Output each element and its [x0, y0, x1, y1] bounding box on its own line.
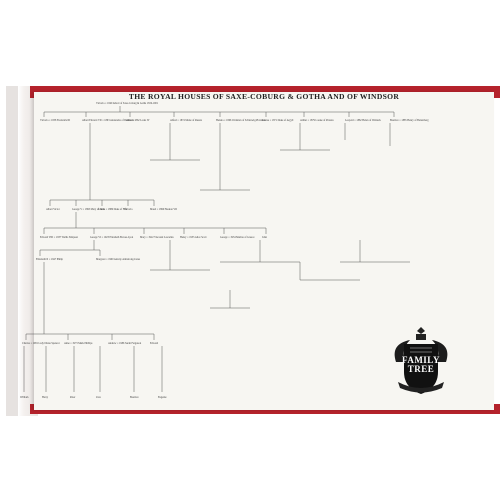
grandchild: Beatrice	[130, 396, 139, 399]
elizabeth-ii-child: Edward	[150, 342, 159, 345]
crest-wordmark: FAMILY TREE	[386, 356, 456, 374]
victoria-child: Helena = 1866 Christian of Schleswig-Hol…	[216, 119, 266, 122]
book-binding	[18, 86, 38, 416]
edward-vii-child: Maud = 1896 Haakon VII	[150, 208, 177, 211]
george-vi-child: Margaret = 1960 Antony Armstrong-Jones	[96, 258, 140, 261]
elizabeth-ii-child: Anne = 1973 Mark Phillips	[64, 342, 92, 345]
crest-line-tree: TREE	[407, 364, 435, 374]
edward-vii-child: George V = 1893 Mary of Teck	[72, 208, 105, 211]
grandchild: Peter	[70, 396, 75, 399]
george-v-child: Henry = 1935 Alice Scott	[180, 236, 207, 239]
george-vi-child: Elizabeth II = 1947 Philip	[36, 258, 64, 261]
george-v-child: George VI = 1923 Elizabeth Bowes-Lyon	[90, 236, 134, 239]
george-v-child: Mary = 1922 Viscount Lascelles	[140, 236, 174, 239]
tree-nodes: Victoria = 1840 Albert of Saxe-Coburg & …	[20, 102, 429, 399]
grandchild: Eugenie	[158, 396, 167, 399]
george-v-child: George = 1934 Marina of Greece	[220, 236, 255, 239]
family-tree-crest-logo	[394, 327, 448, 394]
victoria-child: Victoria = 1858 Frederick III	[40, 119, 70, 122]
victoria-child: Louise = 1871 Duke of Argyll	[262, 119, 294, 122]
victoria-child: Beatrice = 1885 Henry of Battenberg	[390, 119, 429, 122]
george-v-child: John	[262, 236, 268, 239]
edward-vii-child: Albert Victor	[46, 208, 60, 211]
victoria-child: Albert Edward VII = 1863 Alexandra of De…	[82, 119, 135, 122]
george-v-child: Edward VIII = 1937 Wallis Simpson	[40, 236, 79, 239]
elizabeth-ii-child: Charles = 1981 Lady Diana Spencer	[22, 342, 60, 345]
tree-connectors	[23, 106, 410, 392]
victoria-child: Leopold = 1882 Helen of Waldeck	[345, 119, 382, 122]
grandchild: William	[20, 396, 28, 399]
root-person: Victoria = 1840 Albert of Saxe-Coburg & …	[96, 102, 159, 105]
victoria-child: Alfred = 1874 Marie of Russia	[170, 119, 203, 122]
grandchild: Zara	[96, 396, 102, 399]
edward-vii-child: Louise = 1889 Duke of Fife	[98, 208, 128, 211]
victoria-child: Arthur = 1879 Louise of Prussia	[300, 119, 334, 122]
grandchild: Harry	[42, 396, 49, 399]
elizabeth-ii-child: Andrew = 1986 Sarah Ferguson	[108, 342, 142, 345]
page-title: THE ROYAL HOUSES OF SAXE-COBURG & GOTHA …	[128, 92, 400, 101]
edward-vii-child: Victoria	[124, 208, 133, 211]
victoria-child: Alice = 1862 Louis IV	[126, 119, 150, 122]
crest-line-family: FAMILY	[401, 355, 440, 365]
